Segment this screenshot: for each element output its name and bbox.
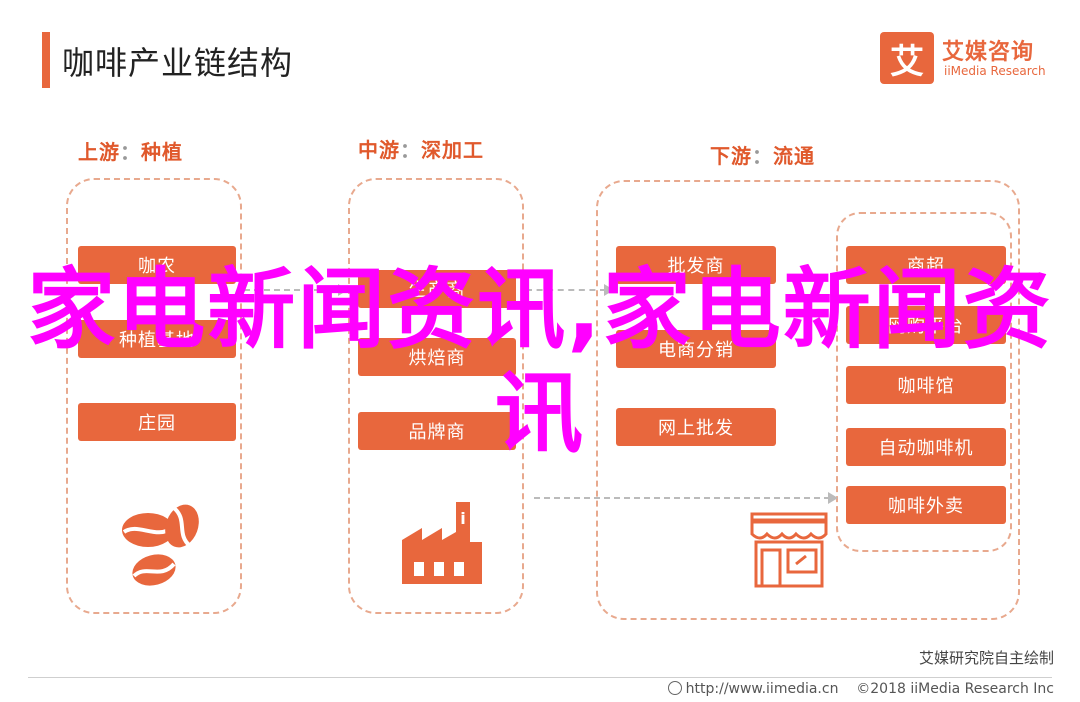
factory-icon: i: [402, 502, 482, 584]
svg-text:i: i: [460, 509, 465, 528]
chip-supermarket: 商超: [846, 246, 1006, 284]
chip-estate: 庄园: [78, 403, 236, 441]
flow-arrow-head: [338, 284, 348, 296]
chip-coffee-delivery: 咖啡外卖: [846, 486, 1006, 524]
chip-coffee-farmer: 咖农: [78, 246, 236, 284]
chip-producer: 生产商: [358, 270, 516, 308]
footer-copyright: ©2018 iiMedia Research Inc: [856, 681, 1054, 697]
globe-icon: [667, 681, 682, 695]
title-accent-bar: [42, 32, 50, 88]
stage-separator: ：: [400, 138, 421, 162]
chip-brand: 品牌商: [358, 412, 516, 450]
coffee-beans-icon: [122, 504, 199, 586]
flow-arrow-line: [244, 289, 340, 291]
stage-label-upstream: 上游：种植: [78, 136, 183, 165]
stage-name: 中游: [358, 138, 400, 162]
chip-online-platform: 网购平台: [846, 306, 1006, 344]
footer-divider: [28, 677, 1052, 678]
brand-logo: 艾 艾媒咨询 iiMedia Research: [880, 32, 1060, 84]
stage-label-midstream: 中游：深加工: [358, 134, 484, 163]
chip-plantation: 种植基地: [78, 320, 236, 358]
chip-coffee-shop: 咖啡馆: [846, 366, 1006, 404]
chip-wholesaler: 批发商: [616, 246, 776, 284]
downstream-panel: [596, 180, 1020, 620]
midstream-panel: [348, 178, 524, 614]
stage-detail: 流通: [773, 144, 815, 168]
flow-arrow-line: [526, 289, 606, 291]
credit-text: 艾媒研究院自主绘制: [918, 649, 1054, 667]
logo-name-cn: 艾媒咨询: [942, 40, 1035, 65]
stage-name: 下游: [710, 144, 752, 168]
chip-vending-machine: 自动咖啡机: [846, 428, 1006, 466]
chip-ecommerce-distribution: 电商分销: [616, 330, 776, 368]
upstream-panel: [66, 178, 242, 614]
logo-mark: 艾: [880, 32, 934, 84]
stage-separator: ：: [752, 144, 773, 168]
flow-arrow-head: [828, 492, 838, 504]
footer: http://www.iimedia.cn ©2018 iiMedia Rese…: [0, 681, 1054, 697]
chip-roaster: 烘焙商: [358, 338, 516, 376]
storefront-icon: [750, 512, 828, 588]
flow-arrow-line: [534, 497, 830, 499]
footer-url: http://www.iimedia.cn: [685, 681, 839, 697]
retail-panel: [836, 212, 1012, 552]
stage-detail: 深加工: [421, 138, 484, 162]
stage-detail: 种植: [141, 140, 183, 164]
flow-arrow-head: [604, 284, 614, 296]
page-title: 咖啡产业链结构: [62, 44, 294, 82]
logo-name-en: iiMedia Research: [944, 64, 1046, 78]
stage-separator: ：: [120, 140, 141, 164]
stage-label-downstream: 下游：流通: [710, 140, 815, 169]
chip-online-wholesale: 网上批发: [616, 408, 776, 446]
stage-name: 上游: [78, 140, 120, 164]
